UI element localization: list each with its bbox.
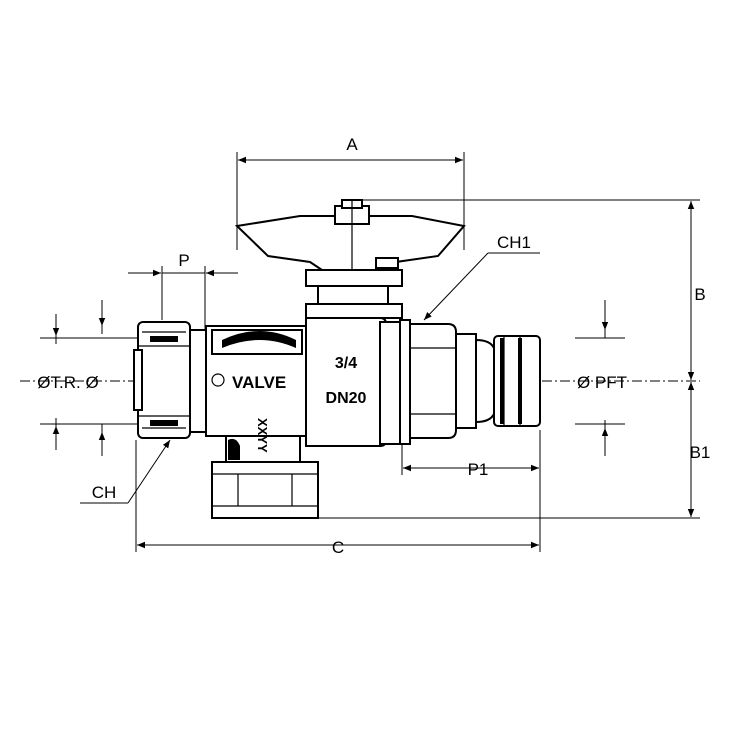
label-tr-diameter: ØT.R. Ø bbox=[37, 373, 98, 392]
butterfly-handle bbox=[234, 199, 466, 282]
stem bbox=[305, 269, 403, 319]
valve-body bbox=[187, 317, 387, 447]
marking-side: XXYY bbox=[255, 418, 270, 453]
label-p1: P1 bbox=[468, 460, 489, 479]
label-c: C bbox=[332, 538, 344, 557]
compression-nut bbox=[133, 321, 191, 439]
marking-dn: DN20 bbox=[326, 390, 367, 407]
label-pft-diameter: Ø PFT bbox=[577, 373, 627, 392]
dimension-lines bbox=[40, 156, 695, 549]
leader-lines bbox=[80, 252, 540, 504]
label-a: A bbox=[346, 135, 358, 154]
press-fitting bbox=[409, 323, 541, 439]
bottom-outlet bbox=[211, 435, 319, 519]
label-b: B bbox=[694, 285, 705, 304]
marking-brand: VALVE bbox=[232, 373, 286, 392]
label-b1: B1 bbox=[690, 443, 711, 462]
label-ch: CH bbox=[92, 483, 117, 502]
label-p: P bbox=[178, 251, 189, 270]
marking-size: 3/4 bbox=[335, 355, 357, 372]
label-ch1: CH1 bbox=[497, 233, 531, 252]
flange-ring bbox=[379, 319, 411, 445]
